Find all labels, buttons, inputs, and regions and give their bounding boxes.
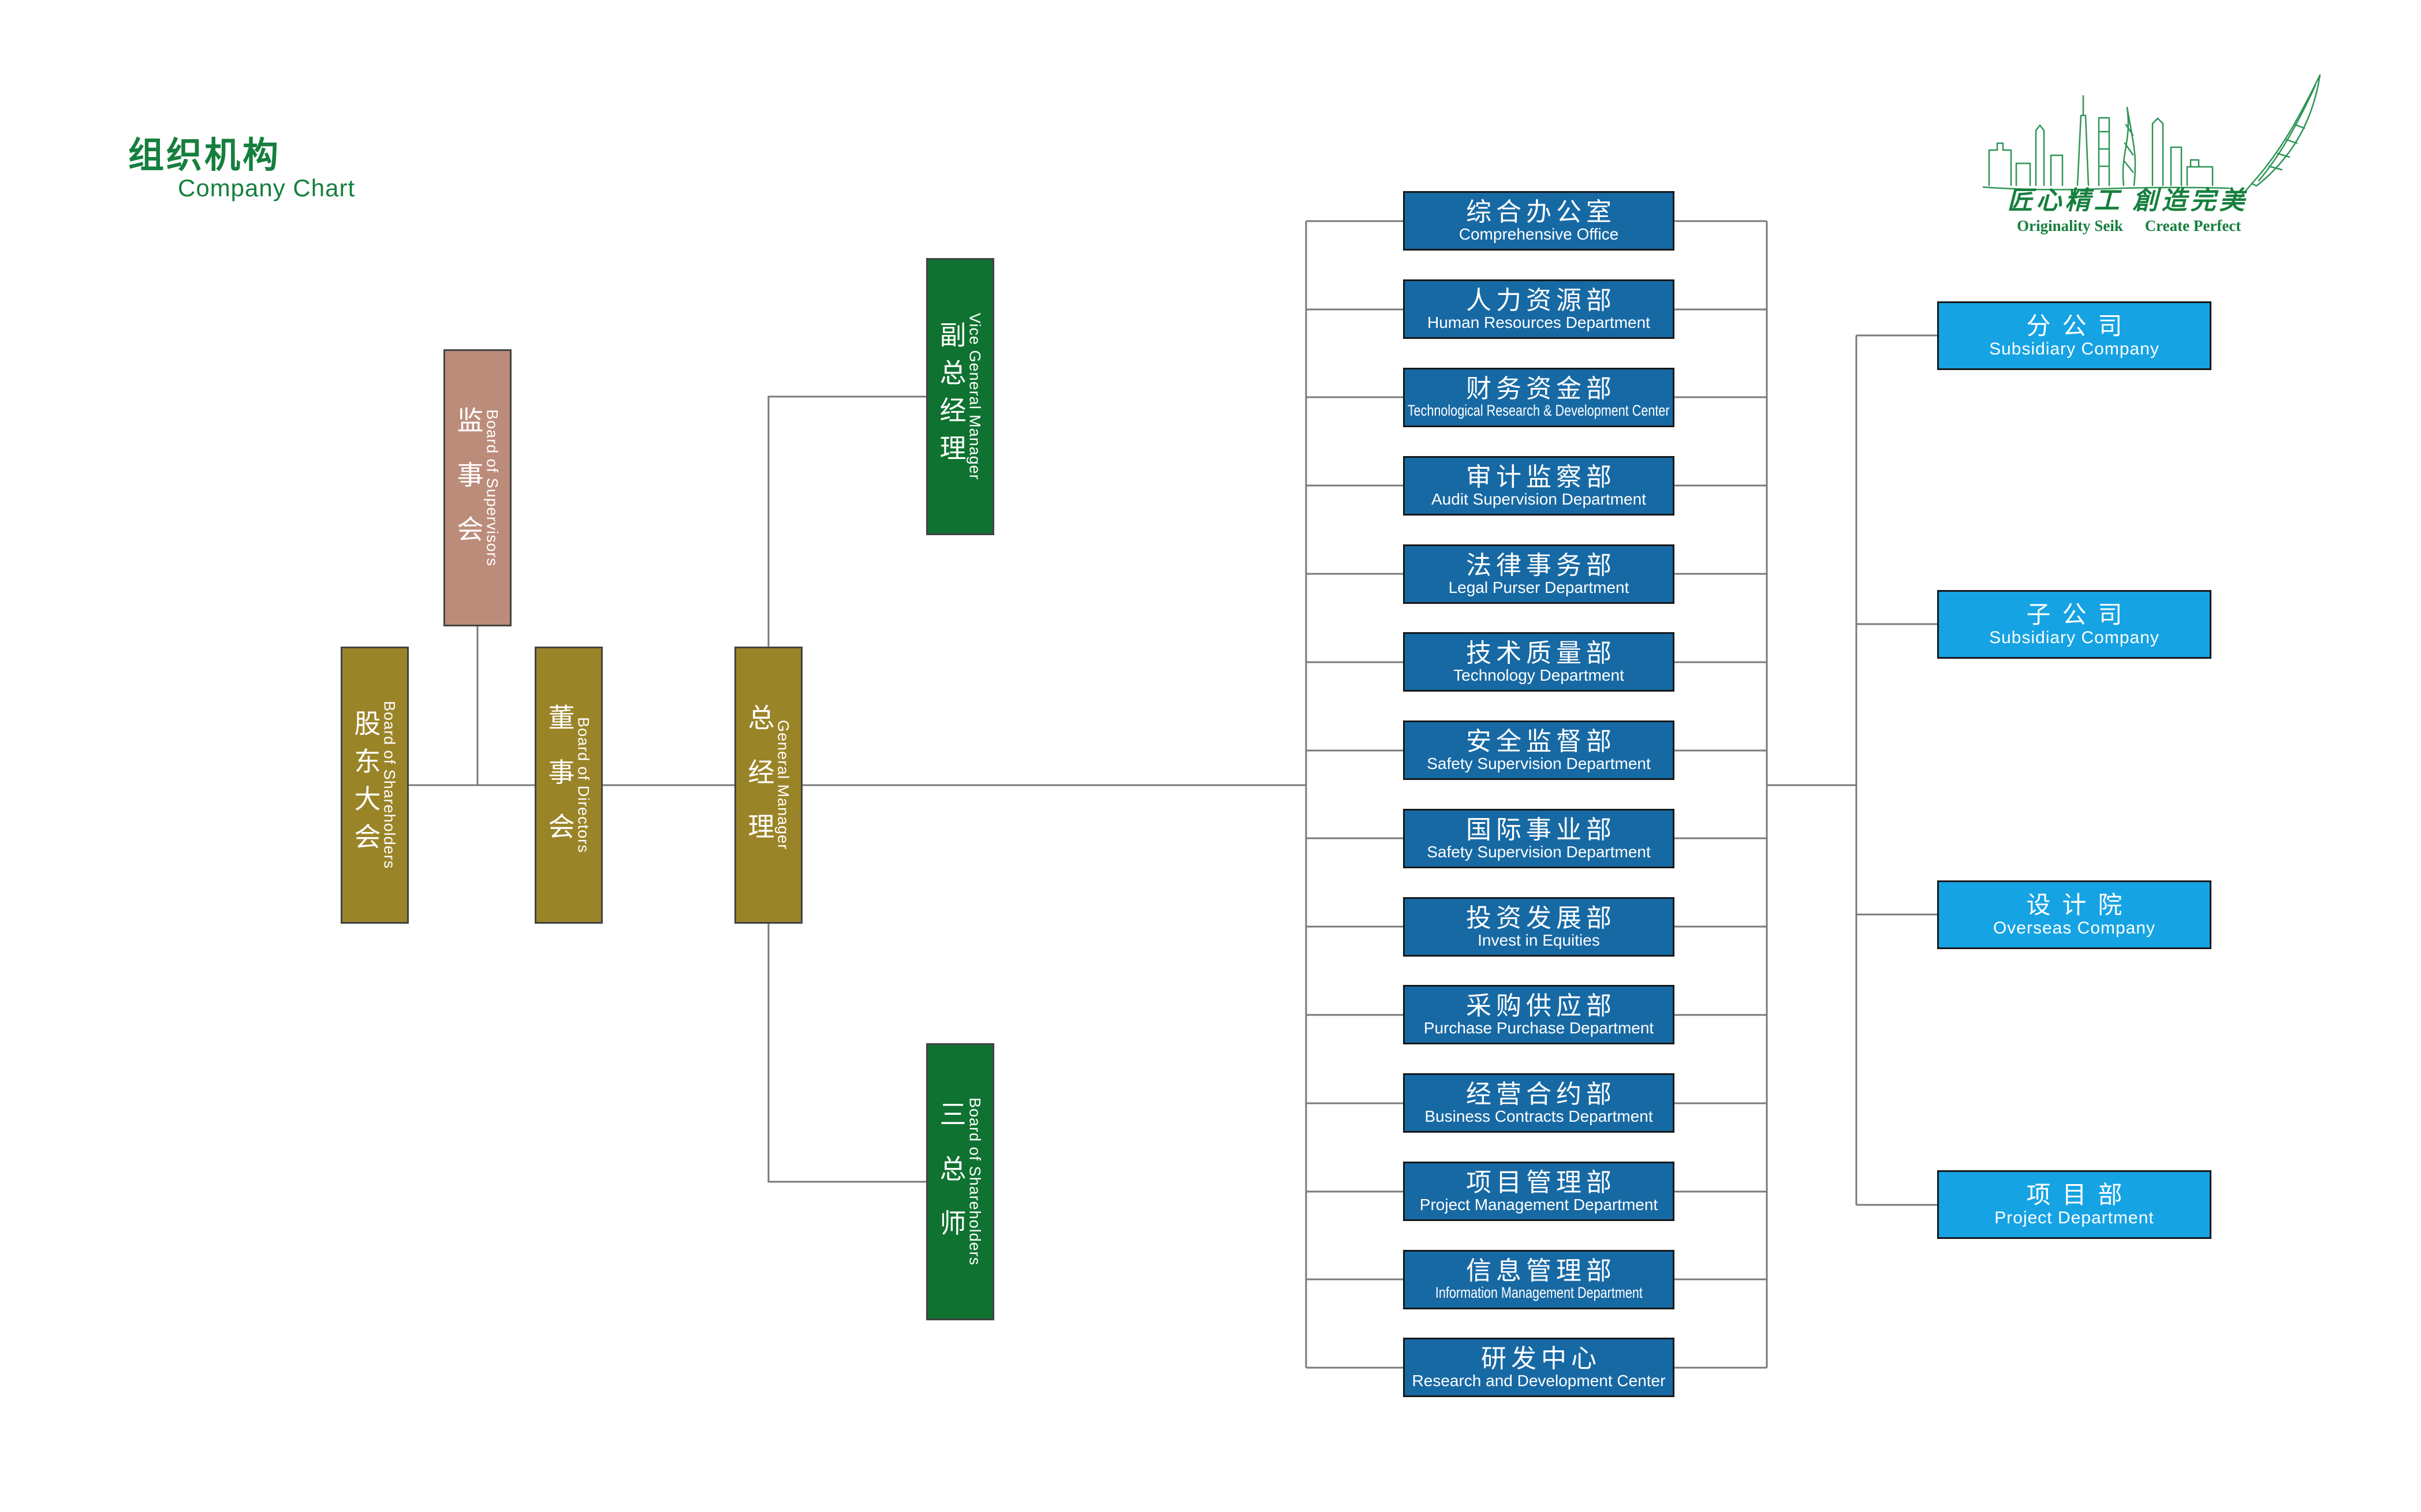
- dept-label-zh: 技术质量部: [1466, 639, 1616, 667]
- dept-label-zh: 研发中心: [1481, 1344, 1601, 1373]
- dept-node-purchase-supply: 采购供应部 Purchase Purchase Department: [1403, 985, 1674, 1044]
- dept-label-zh: 国际事业部: [1466, 815, 1616, 844]
- dept-label-en: Comprehensive Office: [1458, 225, 1619, 243]
- dept-label-en: Purchase Purchase Department: [1423, 1018, 1654, 1037]
- dept-label-zh: 法律事务部: [1466, 551, 1616, 580]
- org-node-board-of-directors: 董事会 Board of Directors: [535, 647, 603, 924]
- dept-label-zh: 安全监督部: [1466, 727, 1616, 756]
- node-label-zh: 总经理: [744, 703, 775, 867]
- org-node-board-of-supervisors: 监事会 Board of Supervisors: [443, 349, 512, 626]
- dept-label-zh: 采购供应部: [1466, 991, 1616, 1020]
- branch-label-zh: 项目部: [2026, 1181, 2134, 1208]
- branch-node-subsidiary-company-2: 子公司 Subsidiary Company: [1937, 590, 2211, 659]
- dept-label-zh: 信息管理部: [1466, 1257, 1616, 1286]
- node-label-en: General Manager: [774, 720, 792, 850]
- dept-node-technology-quality: 技术质量部 Technology Department: [1403, 632, 1674, 692]
- dept-label-en: Safety Supervision Department: [1427, 842, 1651, 861]
- company-logo: 匠心精工 創造完美 Originality Seik Create Perfec…: [1982, 74, 2321, 234]
- branch-label-zh: 子公司: [2026, 600, 2134, 628]
- node-label-en: Board of Directors: [575, 717, 592, 853]
- dept-label-en: Business Contracts Department: [1424, 1107, 1653, 1125]
- dept-label-en: Human Resources Department: [1427, 313, 1650, 331]
- dept-label-en: Research and Development Center: [1412, 1371, 1666, 1390]
- org-node-general-manager: 总经理 General Manager: [734, 647, 803, 924]
- node-label-zh: 三总师: [936, 1100, 967, 1264]
- branch-label-en: Overseas Company: [1993, 919, 2156, 938]
- dept-node-project-management: 项目管理部 Project Management Department: [1403, 1162, 1674, 1221]
- node-label-en: Board of Supervisors: [483, 409, 501, 567]
- dept-label-en: Invest in Equities: [1478, 931, 1600, 949]
- connector-dept-left-stubs: [1306, 220, 1403, 1369]
- dept-label-zh: 项目管理部: [1466, 1168, 1616, 1197]
- connector-dept-right-stubs: [1674, 220, 1767, 1369]
- dept-label-zh: 综合办公室: [1466, 197, 1616, 226]
- dept-node-international-business: 国际事业部 Safety Supervision Department: [1403, 809, 1674, 868]
- dept-node-information-management: 信息管理部 Information Management Department: [1403, 1250, 1674, 1309]
- dept-label-en: Safety Supervision Department: [1427, 754, 1651, 772]
- dept-label-zh: 财务资金部: [1466, 375, 1616, 404]
- connector-chiefs-branch: [767, 924, 926, 1183]
- dept-node-rd-center: 研发中心 Research and Development Center: [1403, 1338, 1674, 1397]
- node-label-en: Board of Shareholders: [381, 701, 398, 869]
- dept-label-en: Technology Department: [1453, 666, 1624, 684]
- logo-slogan-en-left: Originality Seik: [2017, 217, 2123, 234]
- branch-node-project-department: 项目部 Project Department: [1937, 1170, 2211, 1239]
- org-node-vice-general-manager: 副总经理 Vice General Manager: [926, 258, 994, 535]
- page-subtitle: Company Chart: [178, 174, 356, 201]
- dept-label-en: Legal Purser Department: [1448, 578, 1629, 596]
- branch-label-zh: 设计院: [2026, 891, 2134, 919]
- org-node-three-chief-engineers: 三总师 Board of Shareholders: [926, 1043, 994, 1320]
- page-title: 组织机构: [128, 136, 281, 176]
- dept-label-en: Audit Supervision Department: [1431, 490, 1646, 508]
- node-label-en: Vice General Manager: [966, 313, 984, 480]
- quill-icon: [2238, 74, 2321, 200]
- dept-node-legal-affairs: 法律事务部 Legal Purser Department: [1403, 544, 1674, 604]
- dept-node-safety-supervision: 安全监督部 Safety Supervision Department: [1403, 720, 1674, 780]
- branch-label-en: Subsidiary Company: [1989, 339, 2159, 359]
- dept-node-investment-development: 投资发展部 Invest in Equities: [1403, 897, 1674, 957]
- dept-node-human-resources: 人力资源部 Human Resources Department: [1403, 279, 1674, 339]
- node-label-zh: 股东大会: [350, 710, 381, 861]
- connector-vgm-branch: [767, 395, 926, 647]
- node-label-en: Board of Shareholders: [966, 1097, 984, 1266]
- skyline-icon: [1982, 95, 2230, 191]
- logo-slogan-en-right: Create Perfect: [2145, 217, 2241, 234]
- node-label-zh: 副总经理: [936, 321, 967, 472]
- dept-label-zh: 审计监察部: [1466, 462, 1616, 491]
- connector-branch-stubs: [1856, 334, 1937, 1206]
- dept-node-comprehensive-office: 综合办公室 Comprehensive Office: [1403, 191, 1674, 251]
- dept-node-business-contracts: 经营合约部 Business Contracts Department: [1403, 1073, 1674, 1133]
- branch-label-en: Project Department: [1994, 1208, 2154, 1228]
- dept-label-en: Information Management Department: [1435, 1284, 1643, 1302]
- node-label-zh: 监事会: [453, 406, 484, 570]
- dept-label-en: Project Management Department: [1419, 1195, 1658, 1214]
- org-node-board-of-shareholders: 股东大会 Board of Shareholders: [341, 647, 409, 924]
- branch-node-subsidiary-company-1: 分公司 Subsidiary Company: [1937, 301, 2211, 370]
- logo-slogan-zh: 匠心精工 創造完美: [2008, 186, 2248, 215]
- branch-node-design-institute: 设计院 Overseas Company: [1937, 880, 2211, 949]
- dept-label-zh: 经营合约部: [1466, 1080, 1616, 1108]
- dept-label-zh: 投资发展部: [1466, 904, 1616, 932]
- dept-label-en: Technological Research & Development Cen…: [1408, 402, 1670, 420]
- node-label-zh: 董事会: [544, 703, 575, 867]
- dept-label-zh: 人力资源部: [1466, 286, 1616, 315]
- dept-node-audit-supervision: 审计监察部 Audit Supervision Department: [1403, 456, 1674, 516]
- branch-label-zh: 分公司: [2026, 312, 2134, 339]
- dept-node-finance-capital: 财务资金部 Technological Research & Developme…: [1403, 368, 1674, 427]
- branch-label-en: Subsidiary Company: [1989, 628, 2159, 648]
